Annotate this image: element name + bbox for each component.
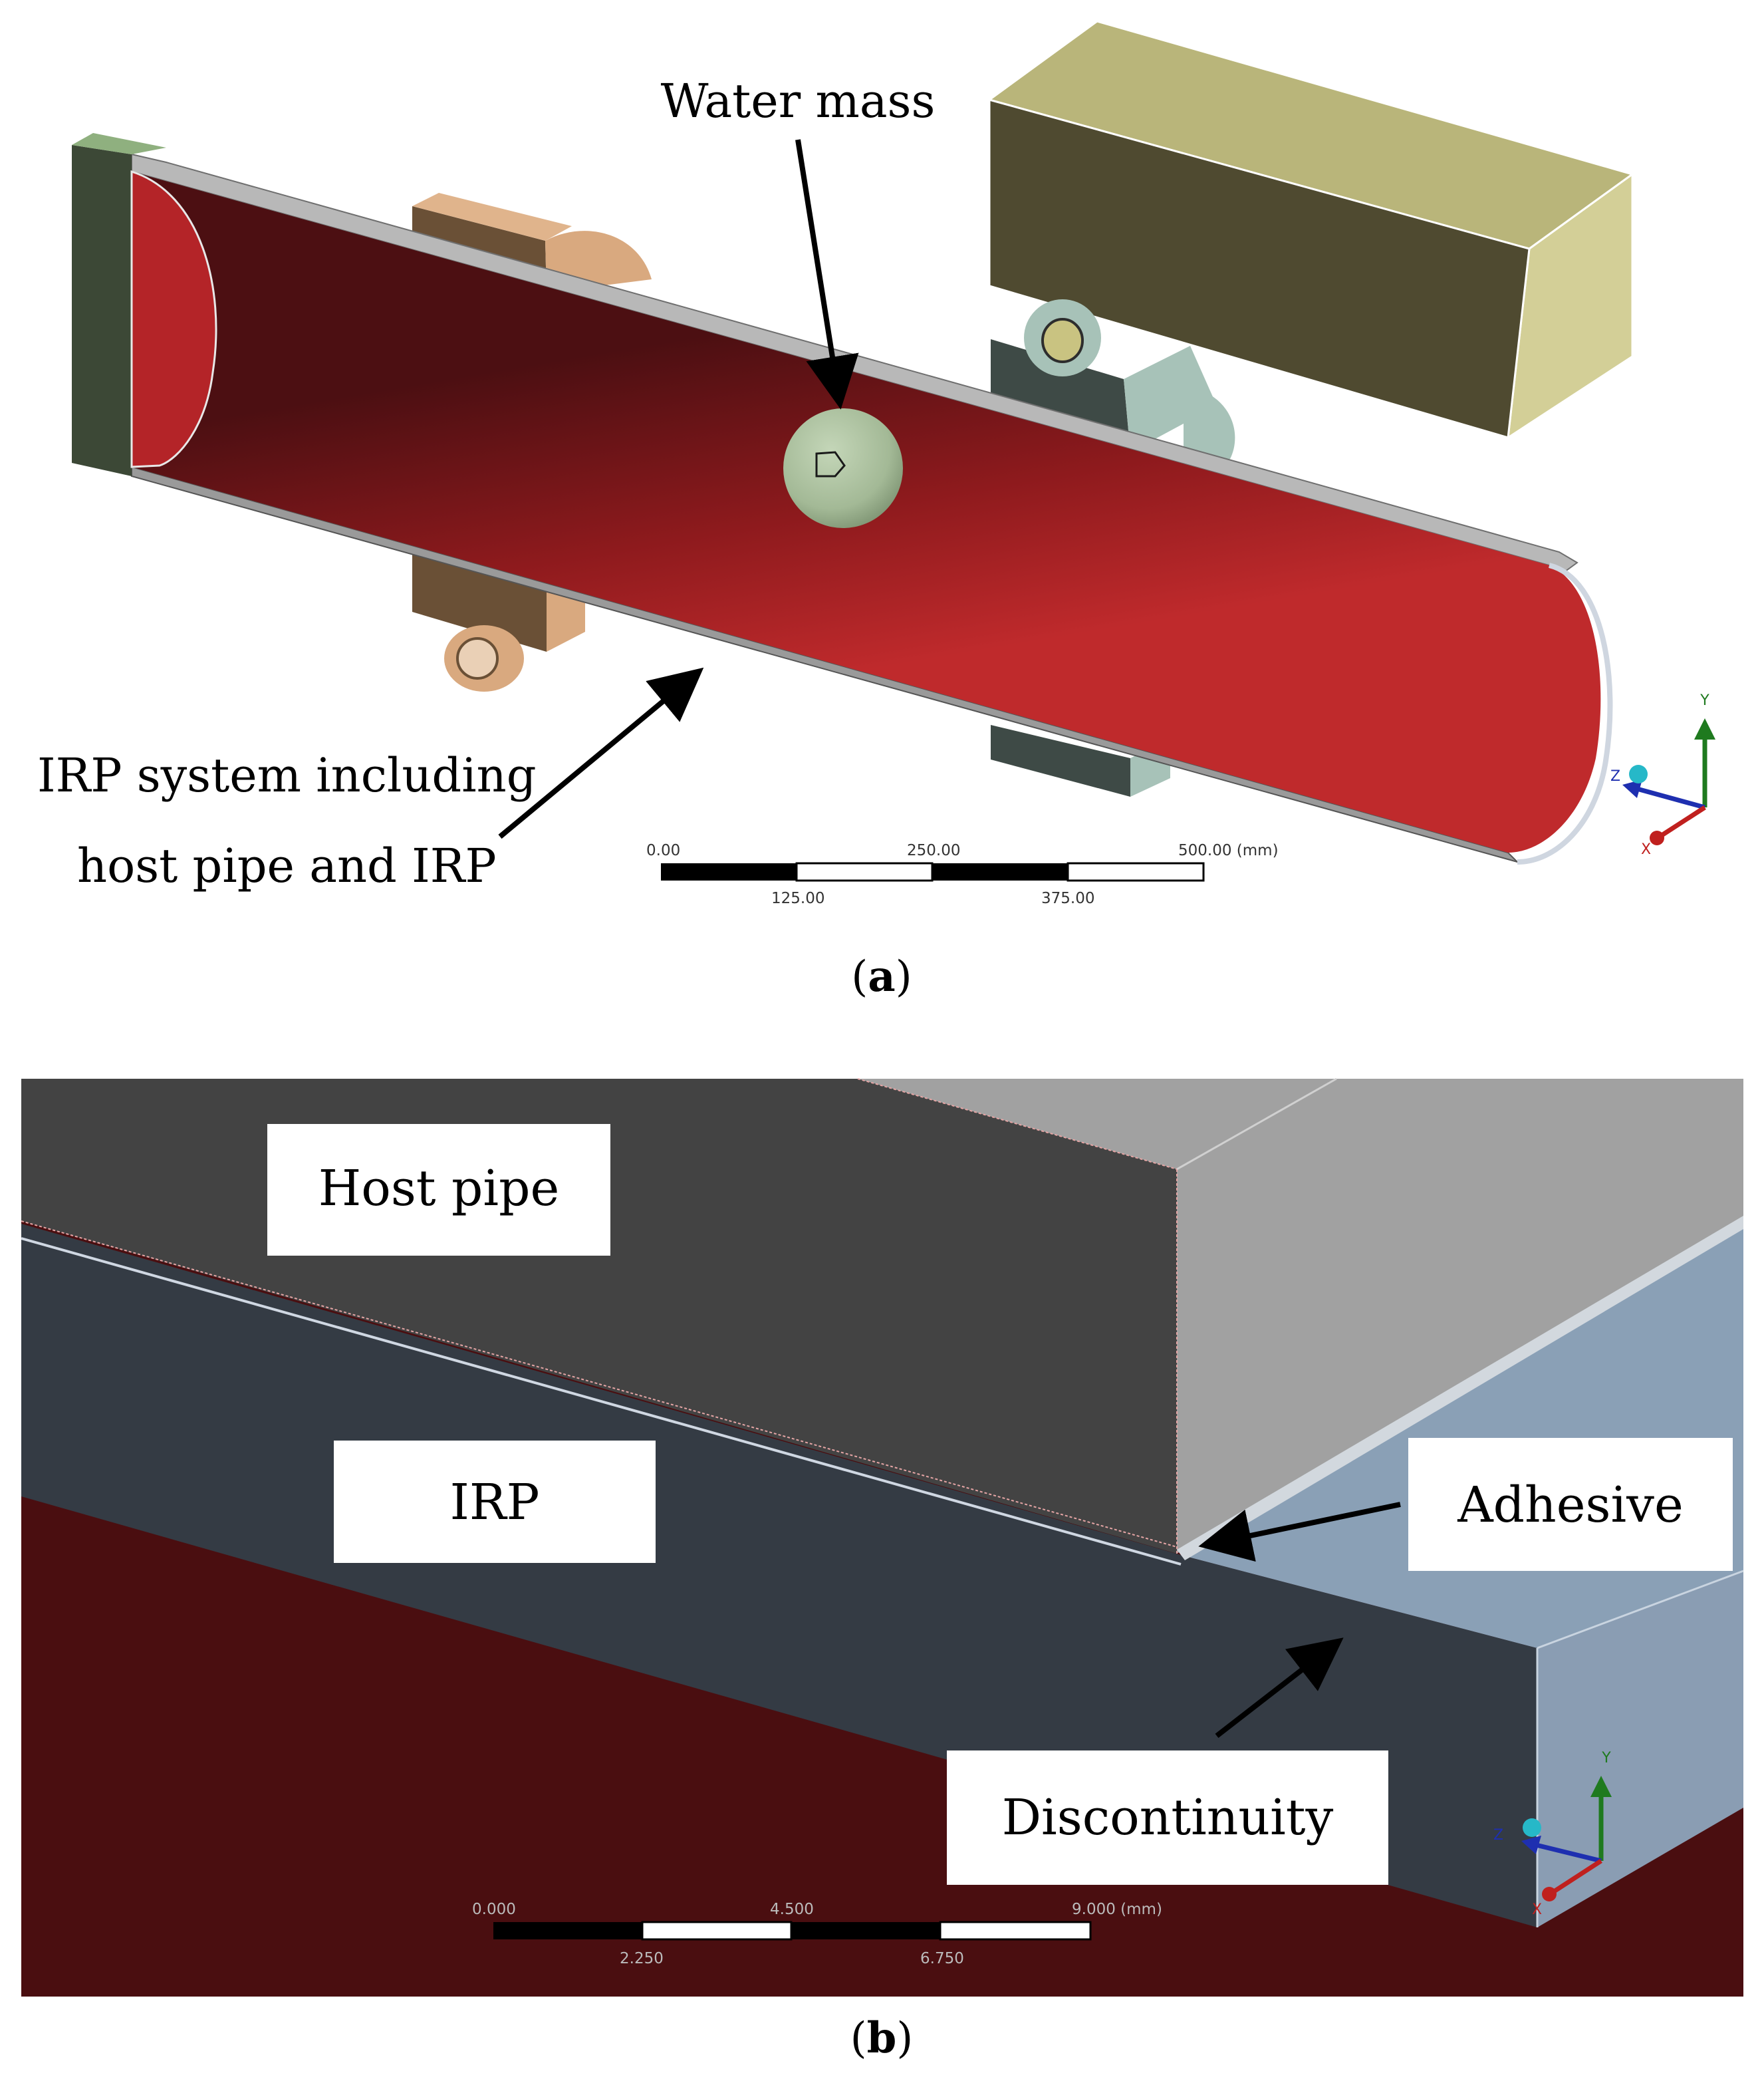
scale-a-seg3 xyxy=(932,863,1068,881)
pipe-right-lip xyxy=(1517,563,1613,865)
caption-b: (b) xyxy=(850,2013,914,2063)
caption-a-letter: a xyxy=(868,952,895,1002)
scale-b-seg1 xyxy=(493,1922,642,1939)
adhesive-layer xyxy=(1177,1216,1743,1560)
axis-a-x-line xyxy=(1658,805,1706,839)
host-pipe-label: Host pipe xyxy=(318,1160,560,1217)
scale-a-label-125: 125.00 xyxy=(771,890,824,907)
adhesive-label-box xyxy=(1408,1438,1733,1571)
discontinuity-arrow xyxy=(1215,1637,1344,1739)
discontinuity-label: Discontinuity xyxy=(1002,1789,1334,1846)
axis-a-y-head xyxy=(1694,718,1715,740)
axis-b-y-head xyxy=(1590,1776,1612,1797)
irp-system-arrow xyxy=(498,667,704,839)
axis-b-x-label: X xyxy=(1532,1901,1542,1918)
pipe-interior-end xyxy=(130,170,217,468)
panel-a: Water mass IRP system including host pip… xyxy=(37,20,1715,1002)
scale-bar-a: 0.00 250.00 500.00 (mm) 125.00 375.00 xyxy=(646,842,1279,907)
water-mass-label: Water mass xyxy=(661,74,936,128)
right-support-upper-side xyxy=(1124,346,1217,452)
loading-block xyxy=(987,20,1635,440)
axis-b-z-label: Z xyxy=(1493,1827,1503,1844)
caption-a: (a) xyxy=(851,952,912,1002)
axis-a-z-label: Z xyxy=(1610,768,1620,785)
axis-b-origin-sphere xyxy=(1523,1818,1541,1837)
scale-b-label-4500: 4.500 xyxy=(770,1901,814,1918)
irp-system-label-line1: IRP system including xyxy=(37,748,537,803)
scale-a-label-500: 500.00 (mm) xyxy=(1178,842,1279,859)
scale-b-seg4 xyxy=(939,1921,1092,1941)
right-support-hole xyxy=(1041,318,1084,363)
scale-b-seg3 xyxy=(791,1922,940,1939)
host-pipe-top-face xyxy=(858,1079,1743,1554)
left-support-upper-top xyxy=(412,193,572,241)
scale-a-label-250: 250.00 xyxy=(907,842,960,859)
axis-triad-b: Y Z X xyxy=(1493,1750,1612,1918)
panel-b: Host pipe IRP Adhesive Discontinuity 0.0… xyxy=(21,1077,1744,2063)
axis-b-y-label: Y xyxy=(1601,1750,1611,1766)
axis-b-x-line xyxy=(1551,1859,1602,1895)
host-pipe-label-box xyxy=(267,1124,610,1256)
irp-label: IRP xyxy=(450,1474,540,1531)
right-support-curve xyxy=(1184,386,1235,466)
scale-a-label-375: 375.00 xyxy=(1041,890,1094,907)
scale-a-seg4 xyxy=(1067,862,1205,882)
axis-a-x-label: X xyxy=(1641,841,1651,858)
axis-a-z-line xyxy=(1636,786,1705,810)
irp-edge xyxy=(1537,1570,1744,1649)
scale-a-seg1 xyxy=(661,863,797,881)
scale-b-label-6750: 6.750 xyxy=(920,1950,964,1967)
host-pipe-edge xyxy=(857,1078,1178,1170)
adhesive-arrow xyxy=(1198,1502,1401,1562)
right-support-lower xyxy=(991,725,1130,797)
left-support-hole xyxy=(456,637,499,680)
axis-b-z-line xyxy=(1535,1842,1602,1864)
water-mass-marker xyxy=(815,451,846,478)
scale-b-label-0: 0.000 xyxy=(472,1901,516,1918)
axis-a-x-head xyxy=(1650,831,1664,845)
irp-label-box xyxy=(334,1441,656,1563)
scale-bar-b: 0.000 4.500 9.000 (mm) 2.250 6.750 xyxy=(472,1901,1162,1967)
loading-block-front xyxy=(988,98,1531,439)
scale-a-label-0: 0.00 xyxy=(646,842,680,859)
scale-b-label-9000: 9.000 (mm) xyxy=(1072,1901,1162,1918)
axis-a-y-label: Y xyxy=(1700,692,1709,709)
water-mass-arrow xyxy=(795,139,859,410)
pipe-end-cap-top xyxy=(72,133,166,154)
axis-a-z-head xyxy=(1622,779,1642,798)
host-pipe-ridge xyxy=(1176,1077,1337,1171)
adhesive-label: Adhesive xyxy=(1457,1476,1684,1534)
axis-triad-a: Y Z X xyxy=(1610,692,1715,858)
caption-b-letter: b xyxy=(867,2013,897,2063)
irp-system-label-line2: host pipe and IRP xyxy=(77,839,497,893)
discontinuity-label-box xyxy=(947,1750,1388,1885)
irp-bottom-edge xyxy=(21,1237,1182,1566)
scale-a-seg2 xyxy=(795,862,934,882)
axis-b-z-head xyxy=(1521,1836,1541,1854)
axis-b-x-head xyxy=(1542,1887,1557,1901)
axis-a-origin-sphere xyxy=(1629,765,1648,783)
pipe-end-cap xyxy=(72,145,132,476)
scale-b-seg2 xyxy=(641,1921,793,1941)
left-support-lower-front xyxy=(412,552,547,652)
scale-b-label-2250: 2.250 xyxy=(620,1950,664,1967)
